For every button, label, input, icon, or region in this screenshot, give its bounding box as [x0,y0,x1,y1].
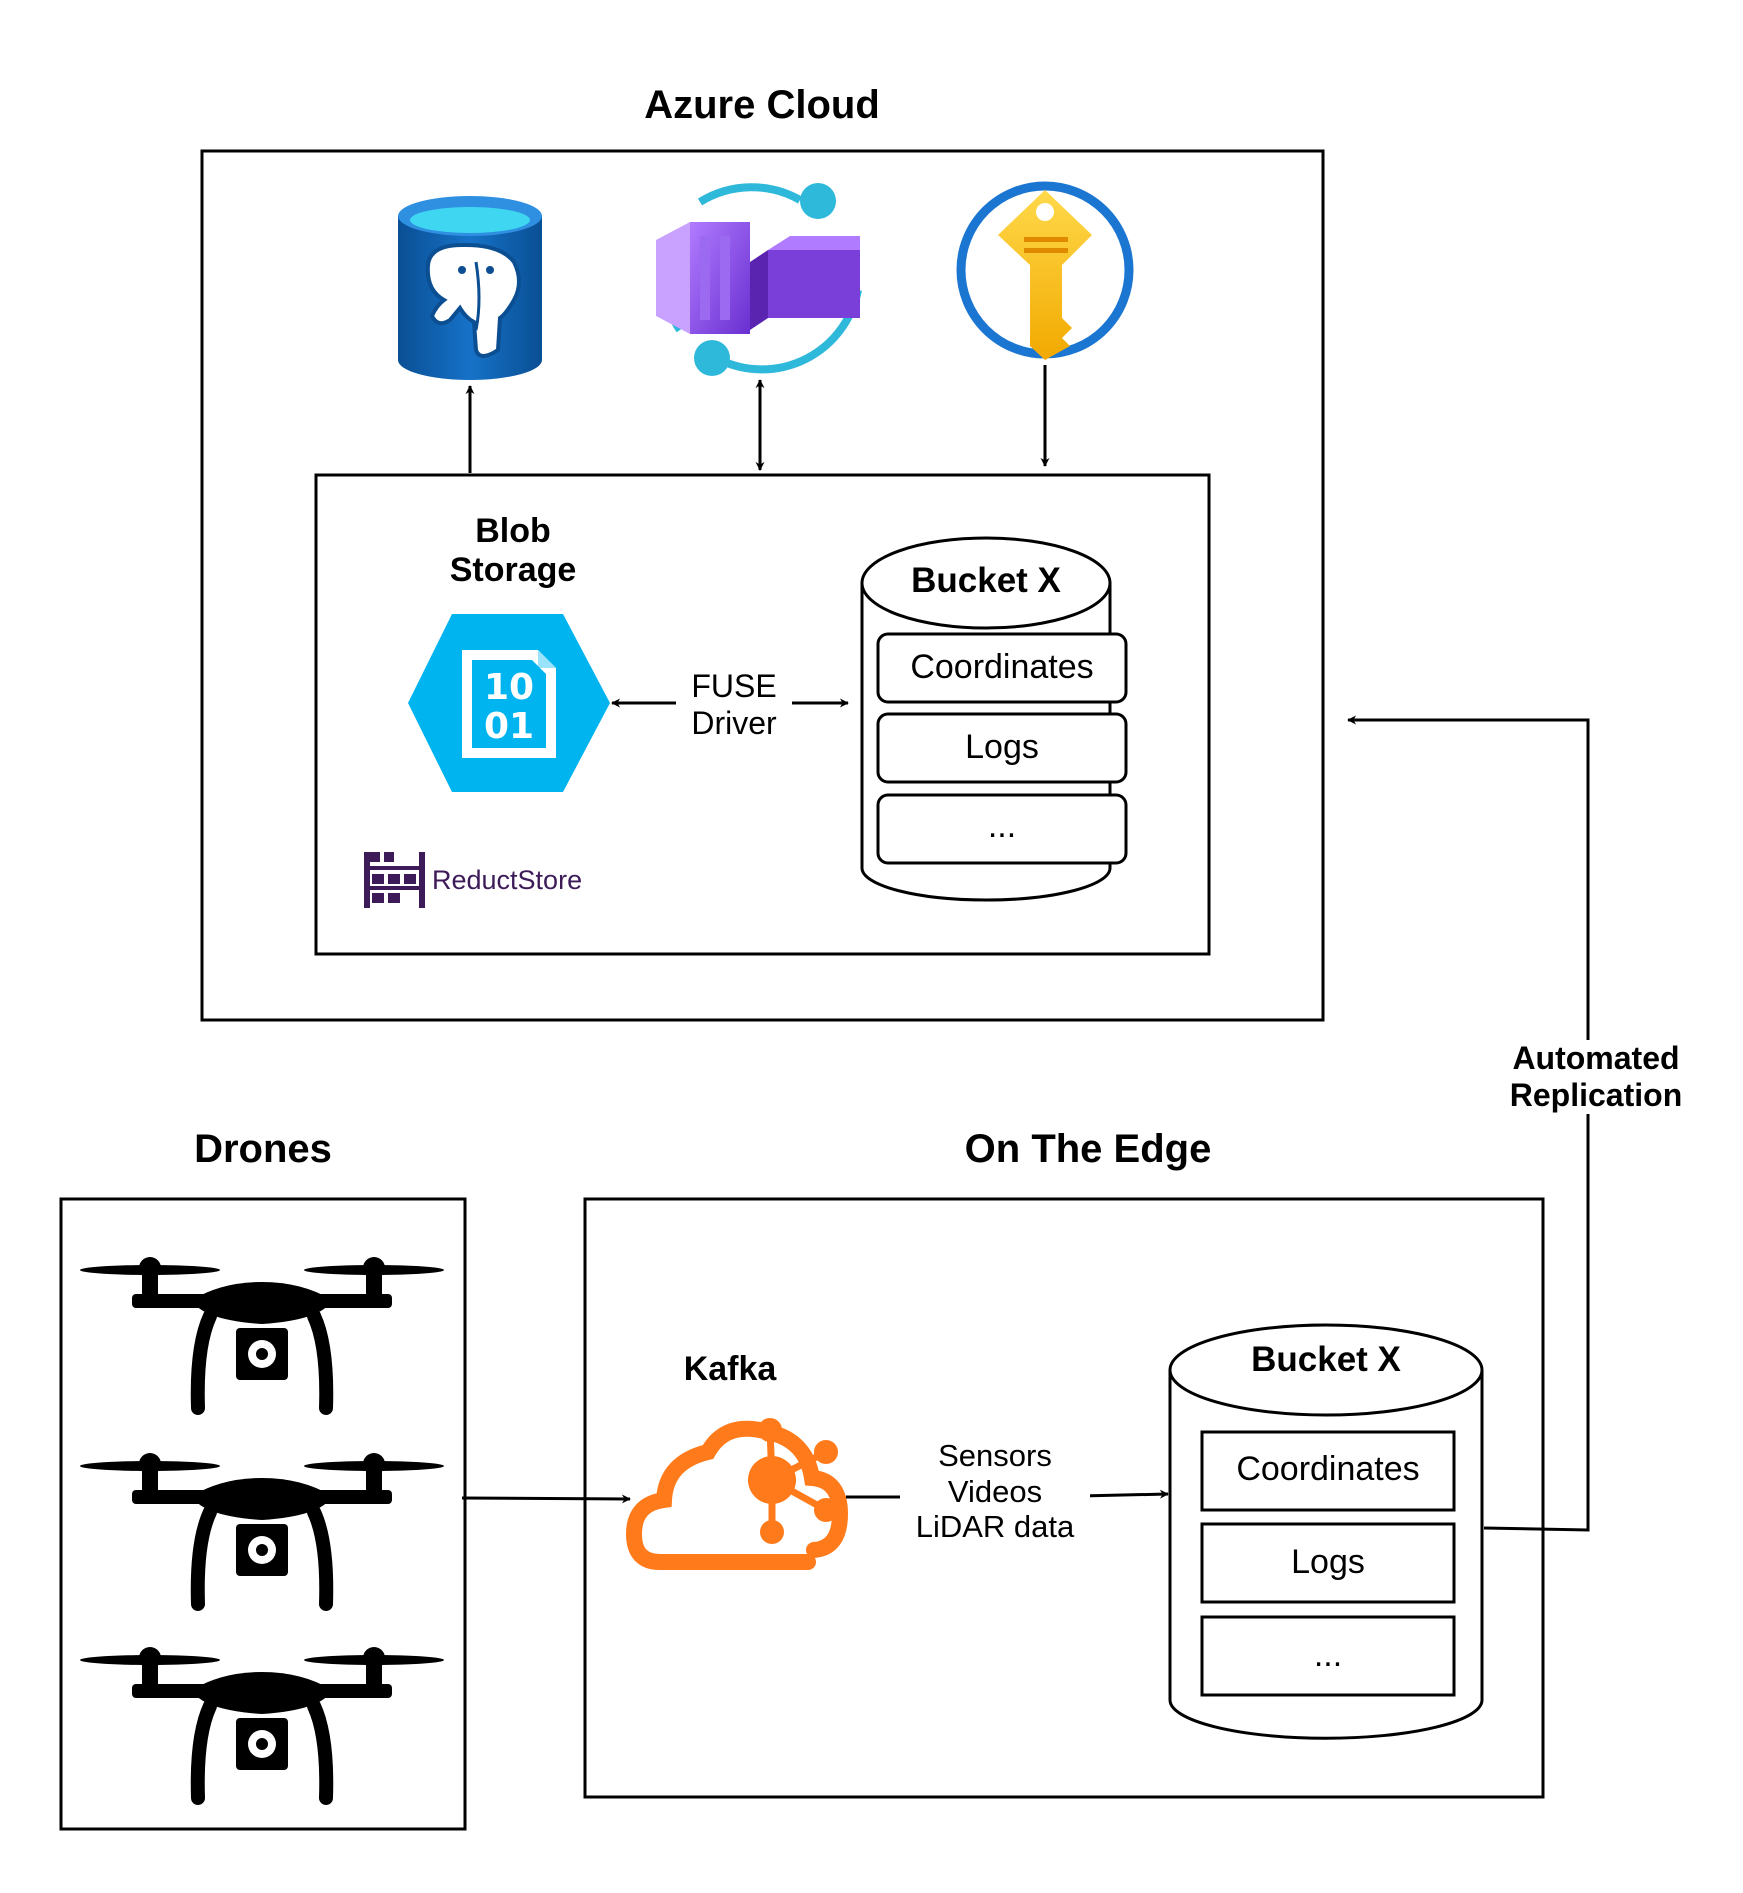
kafka-cloud-icon [625,1418,849,1570]
drone-icon [80,1453,444,1604]
azure-bucket-item-box [876,793,1128,865]
edge-bucket-item: Logs [1291,1543,1365,1581]
edge-bucket-item-box [1200,1615,1456,1697]
drone-icon [80,1257,444,1408]
replication-connector-top [1347,715,1590,1048]
container-registry-icon [656,183,862,376]
blob-storage-title: Blob Storage [420,512,606,590]
azure-cloud-title: Azure Cloud [644,83,880,127]
svg-text:10: 10 [484,667,534,708]
azure-cloud-boundary [200,149,1325,1022]
replication-label-line2: Replication [1509,1076,1683,1113]
azure-bucket-item-box [876,632,1128,704]
azure-bucket-item-box [876,712,1128,784]
fuse-label-line1: FUSE [691,668,777,704]
edge-boundary [583,1197,1545,1799]
edge-title: On The Edge [964,1127,1212,1171]
arrow-drones-to-kafka [461,1494,631,1504]
replication-connector [1483,1066,1590,1532]
azure-bucket-title: Bucket X [911,561,1061,600]
azure-bucket-cylinder [860,536,1128,902]
blob-storage-title-line1: Blob [475,512,551,550]
edge-bucket-item: ... [1313,1636,1343,1674]
fuse-label-line2: Driver [691,704,777,741]
svg-text:01: 01 [484,706,534,747]
reductstore-logo-icon [364,852,425,908]
edge-bucket-item-box [1200,1522,1456,1604]
data-flow-line2: Videos [947,1473,1043,1509]
fuse-driver-label: FUSE Driver [676,668,792,742]
drone-icon [80,1647,444,1798]
drones-title: Drones [194,1127,332,1171]
arrow-flow-to-bucket [1079,1489,1169,1499]
blob-storage-icon: 10 01 [408,614,610,792]
data-flow-line1: Sensors [938,1438,1052,1473]
storage-box [314,473,1211,956]
key-vault-icon [956,181,1134,360]
edge-bucket-item-box [1200,1430,1456,1512]
data-flow-label: Sensors Videos LiDAR data [900,1438,1090,1545]
replication-label: Automated Replication [1496,1040,1696,1114]
edge-bucket-title: Bucket X [1251,1340,1401,1379]
data-flow-line3: LiDAR data [915,1509,1075,1545]
azure-bucket-item: Coordinates [910,648,1094,686]
azure-bucket-item: ... [987,807,1017,845]
edge-bucket-item: Coordinates [1236,1450,1420,1488]
replication-label-line1: Automated [1512,1040,1680,1076]
edge-bucket-cylinder [1168,1323,1484,1740]
postgresql-database-icon [398,196,542,380]
reductstore-logo-text: ReductStore [432,865,583,895]
drones-boundary [59,1197,467,1831]
kafka-label: Kafka [683,1350,777,1388]
azure-bucket-item: Logs [965,728,1039,766]
blob-storage-title-line2: Storage [449,551,577,590]
